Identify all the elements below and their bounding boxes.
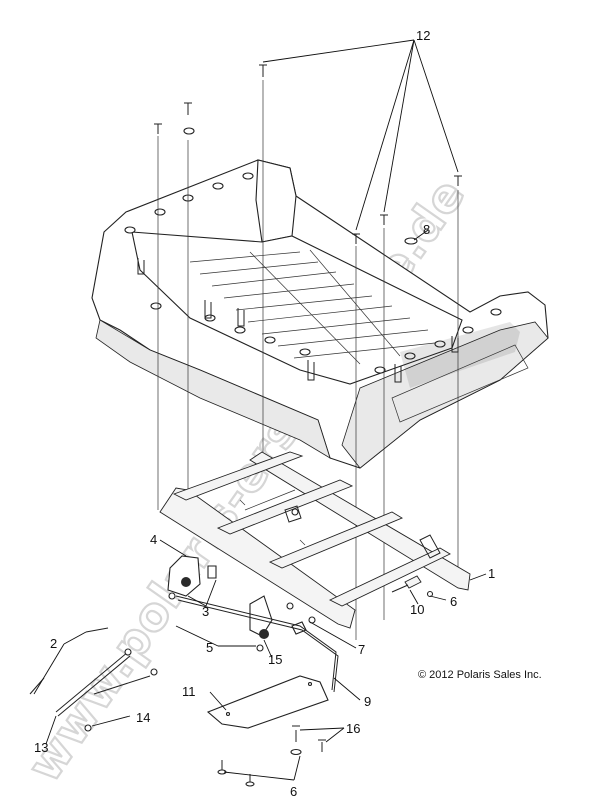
callout-8: 8 [423,222,430,237]
assembly-lines [157,80,459,640]
callout-2: 2 [50,636,57,651]
callout-labels: 1 2 3 4 5 6 6 7 8 9 10 11 12 13 14 15 16 [34,28,495,798]
callout-6-lower: 6 [290,784,297,798]
callout-4: 4 [150,532,157,547]
callout-7: 7 [358,642,365,657]
pin-and-cable [29,627,158,732]
callout-14: 14 [136,710,150,725]
callout-13: 13 [34,740,48,755]
washer [183,127,195,135]
leader-lines [33,39,487,781]
cargo-box-frame [159,451,471,629]
cargo-box-rear-panel [400,322,520,388]
callout-3: 3 [202,604,209,619]
callout-16: 16 [346,721,360,736]
bolt-10 [391,575,434,598]
callout-6-upper: 6 [450,594,457,609]
callout-1: 1 [488,566,495,581]
callout-15: 15 [268,652,282,667]
callout-11: 11 [182,684,196,699]
copyright-notice: © 2012 Polaris Sales Inc. [418,669,542,681]
callout-9: 9 [364,694,371,709]
skid-plate [206,675,329,787]
callout-5: 5 [206,640,213,655]
cargo-box-floor-ribs [189,249,445,365]
cargo-box [91,159,549,469]
latch-rod [175,595,339,693]
stake-pockets [124,172,502,374]
cargo-box-back-wall [255,159,297,243]
cargo-box-side-wall [95,319,331,459]
callout-10: 10 [410,602,424,617]
tie-down-hooks [137,258,459,383]
callout-12: 12 [416,28,430,43]
